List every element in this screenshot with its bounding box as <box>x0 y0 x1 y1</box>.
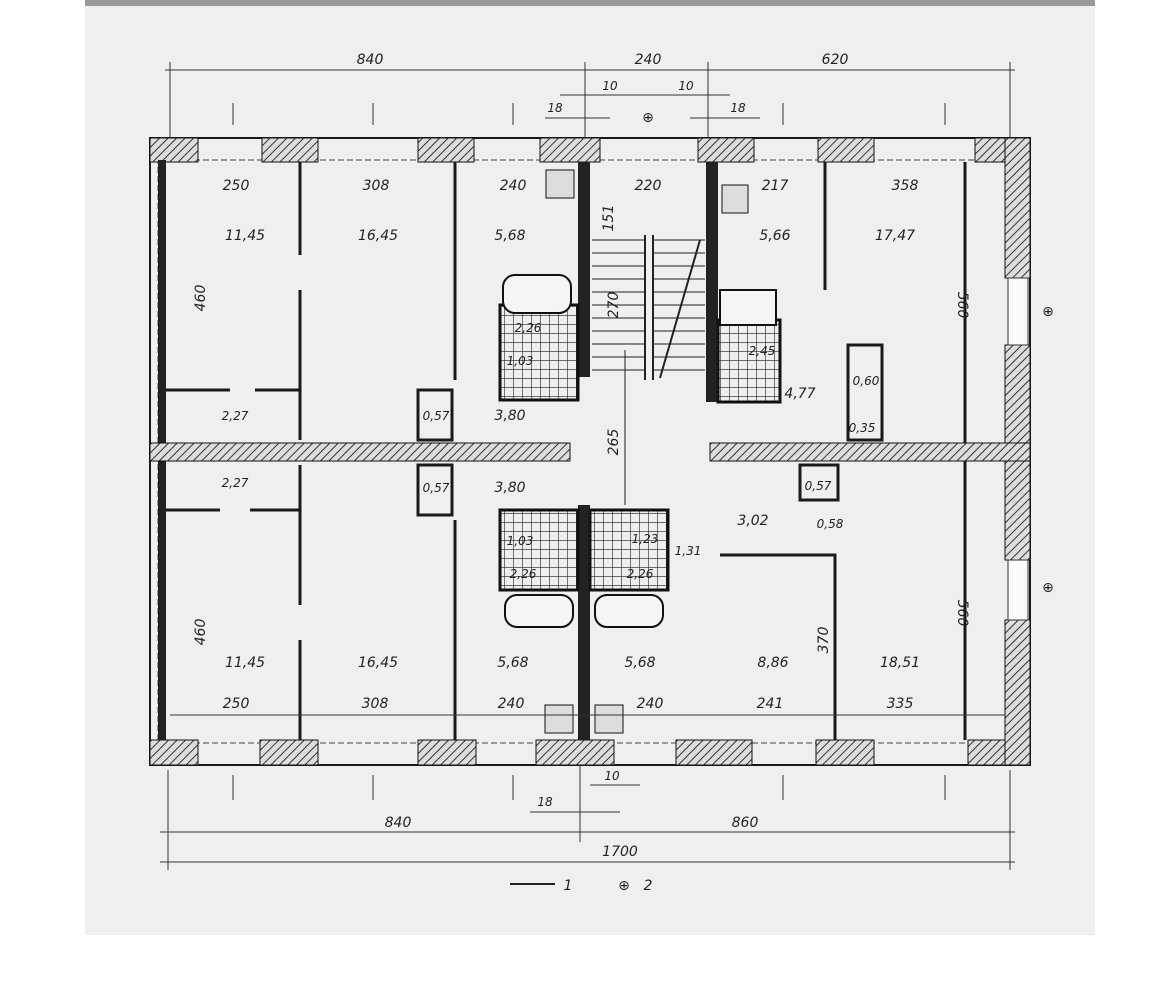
room-width: 308 <box>363 178 390 194</box>
svg-text:8,86: 8,86 <box>757 655 788 671</box>
svg-text:5,68: 5,68 <box>497 655 528 671</box>
dim-top-gap-left: 10 <box>602 79 618 93</box>
svg-text:4,77: 4,77 <box>784 386 815 402</box>
svg-text:3,80: 3,80 <box>494 408 525 424</box>
svg-text:5,68: 5,68 <box>624 655 655 671</box>
room-area: 17,47 <box>875 228 915 244</box>
bottom-room-widths: 250 308 240 240 241 335 <box>170 696 1005 716</box>
svg-text:16,45: 16,45 <box>358 655 398 671</box>
top-room-widths: 250 308 240 220 217 358 <box>223 178 919 194</box>
bottom-room-areas: 11,45 16,45 5,68 5,68 8,86 18,51 <box>225 655 920 671</box>
legend: 1 ⊕ 2 <box>510 878 653 894</box>
top-room-areas: 11,45 16,45 5,68 5,66 17,47 <box>225 228 915 244</box>
svg-text:241: 241 <box>757 696 784 712</box>
axis-marker-icon: ⊕ <box>618 878 630 894</box>
stair-wall-left <box>578 162 590 377</box>
svg-text:1,03: 1,03 <box>507 534 534 548</box>
svg-text:0,57: 0,57 <box>423 409 450 423</box>
svg-text:18,51: 18,51 <box>880 655 920 671</box>
svg-text:2,27: 2,27 <box>222 409 249 423</box>
room-area: 5,66 <box>759 228 790 244</box>
bearing-wall-right <box>709 442 1031 462</box>
svg-text:308: 308 <box>362 696 389 712</box>
room-width: 358 <box>892 178 919 194</box>
svg-text:2,26: 2,26 <box>627 567 654 581</box>
exterior-walls <box>149 137 1031 766</box>
dim-top-wall-right: 18 <box>730 101 746 115</box>
svg-text:265: 265 <box>606 429 622 456</box>
svg-text:3,80: 3,80 <box>494 480 525 496</box>
bottom-dimension-lines <box>160 765 1015 870</box>
dim-top-left: 840 <box>357 52 384 68</box>
svg-text:460: 460 <box>193 285 209 312</box>
small-area-labels: 2,26 1,03 2,45 3,80 0,57 4,77 0,60 0,35 … <box>222 321 880 581</box>
section-arrows <box>232 103 946 800</box>
svg-text:335: 335 <box>887 696 914 712</box>
svg-text:240: 240 <box>637 696 664 712</box>
svg-text:560: 560 <box>954 292 970 319</box>
svg-text:1,03: 1,03 <box>507 354 534 368</box>
partitions <box>166 162 967 740</box>
svg-text:1,31: 1,31 <box>675 544 702 558</box>
svg-text:1,23: 1,23 <box>632 532 659 546</box>
dim-top-gap-right: 10 <box>678 79 694 93</box>
svg-text:0,57: 0,57 <box>423 481 450 495</box>
dim-bottom-right: 860 <box>732 815 759 831</box>
room-width: 220 <box>635 178 662 194</box>
svg-text:0,57: 0,57 <box>805 479 832 493</box>
staircase <box>592 235 705 505</box>
room-width: 217 <box>762 178 789 194</box>
top-dimension-lines <box>165 62 1015 160</box>
vertical-dimensions: 460 151 270 265 560 460 370 560 <box>193 205 970 654</box>
svg-text:11,45: 11,45 <box>225 655 265 671</box>
dim-bottom-gap: 10 <box>604 769 620 783</box>
svg-text:2,26: 2,26 <box>515 321 542 335</box>
svg-text:2,27: 2,27 <box>222 476 249 490</box>
svg-text:2,45: 2,45 <box>749 344 776 358</box>
axis-marker-icon: ⊕ <box>1042 580 1054 596</box>
axis-marker-icon: ⊕ <box>1042 304 1054 320</box>
svg-text:0,60: 0,60 <box>853 374 880 388</box>
dim-bottom-left: 840 <box>385 815 412 831</box>
svg-text:0,58: 0,58 <box>817 517 844 531</box>
dim-top-right: 620 <box>822 52 849 68</box>
svg-text:560: 560 <box>954 600 970 627</box>
room-area: 16,45 <box>358 228 398 244</box>
stair-wall-right <box>706 162 718 402</box>
windows <box>1007 277 1029 621</box>
dim-top-wall-left: 18 <box>547 101 563 115</box>
svg-text:250: 250 <box>223 696 250 712</box>
svg-text:240: 240 <box>498 696 525 712</box>
section-label: 1 <box>564 878 573 894</box>
bathrooms <box>498 169 782 734</box>
dim-bottom-total: 1700 <box>602 844 638 860</box>
svg-text:460: 460 <box>193 619 209 646</box>
svg-text:2,26: 2,26 <box>510 567 537 581</box>
svg-text:370: 370 <box>816 627 832 654</box>
room-area: 11,45 <box>225 228 265 244</box>
party-wall-bottom <box>578 505 590 740</box>
room-width: 250 <box>223 178 250 194</box>
room-area: 5,68 <box>494 228 525 244</box>
svg-text:0,35: 0,35 <box>849 421 876 435</box>
axis-marker-icon: ⊕ <box>642 110 654 126</box>
dim-top-middle: 240 <box>635 52 662 68</box>
svg-text:270: 270 <box>606 292 622 319</box>
dim-bottom-wall: 18 <box>537 795 553 809</box>
svg-text:151: 151 <box>601 205 617 232</box>
axis-label: 2 <box>644 878 653 894</box>
svg-text:3,02: 3,02 <box>737 513 768 529</box>
room-width: 240 <box>500 178 527 194</box>
paper-edge <box>85 0 1095 6</box>
bearing-wall-left <box>149 442 571 462</box>
